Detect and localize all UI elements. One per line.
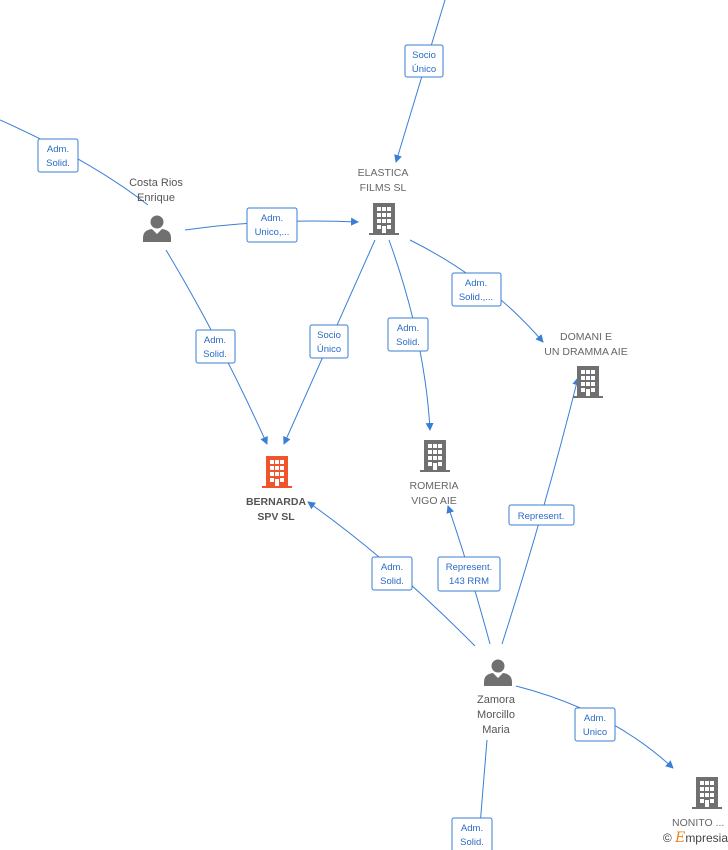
edge-label-text: Unico,... xyxy=(255,227,290,238)
edge-label-text: Adm. xyxy=(261,213,283,224)
edge-label-e10[interactable]: Represent. 143 RRM xyxy=(437,556,501,592)
edge-label-text: Unico xyxy=(583,727,607,738)
edge-label-text: Adm. xyxy=(204,335,226,346)
edge-label-e3[interactable]: Adm. Unico,... xyxy=(246,207,298,243)
edge-label-text: Solid. xyxy=(460,837,484,848)
node-label: UN DRAMMA AIE xyxy=(544,346,627,358)
nodes: Costa Rios Enrique ELASTICA FILMS SL DOM… xyxy=(129,167,724,829)
node-label: Enrique xyxy=(137,192,175,204)
edge-label-text: Adm. xyxy=(465,278,487,289)
edge-label-e9[interactable]: Adm. Solid. xyxy=(371,556,413,591)
edge-label-text: Socio xyxy=(412,50,436,61)
copyright-symbol: © xyxy=(662,831,672,845)
node-domani[interactable]: DOMANI E UN DRAMMA AIE xyxy=(544,331,628,398)
person-icon xyxy=(484,659,512,686)
node-zamora-morcillo[interactable]: Zamora Morcillo Maria xyxy=(477,659,516,737)
edge-label-e12[interactable]: Adm. Solid. xyxy=(451,817,493,850)
node-label: SPV SL xyxy=(257,511,295,523)
building-icon xyxy=(692,777,722,809)
edge-label-text: Solid. xyxy=(46,158,70,169)
building-icon xyxy=(573,366,603,398)
brand-name: mpresia xyxy=(685,831,728,845)
node-label: Maria xyxy=(482,724,510,736)
node-label: Costa Rios xyxy=(129,177,183,189)
edge-label-text: Solid. xyxy=(203,349,227,360)
edge-label-text: Adm. xyxy=(381,562,403,573)
node-label: Morcillo xyxy=(477,709,515,721)
edges xyxy=(0,0,674,850)
node-nonito[interactable]: NONITO ... xyxy=(672,777,724,829)
brand-initial: E xyxy=(675,830,686,846)
edge-label-text: Solid. xyxy=(380,576,404,587)
edge-label-text: Adm. xyxy=(47,144,69,155)
edge-label-e1[interactable]: Socio Único xyxy=(404,44,444,78)
edge-label-text: Adm. xyxy=(584,713,606,724)
edge-label-text: Adm. xyxy=(397,323,419,334)
node-label: VIGO AIE xyxy=(411,495,457,507)
edge-label-text: 143 RRM xyxy=(449,576,489,587)
edge-label-e6[interactable]: Socio Único xyxy=(309,324,349,359)
edge-label-text: Socio xyxy=(317,330,341,341)
node-label: NONITO ... xyxy=(672,817,724,829)
person-icon xyxy=(143,215,171,242)
watermark: © Empresia xyxy=(663,830,728,846)
node-label: BERNARDA xyxy=(246,496,307,508)
edge-label-text: Adm. xyxy=(461,823,483,834)
building-icon xyxy=(420,440,450,472)
edge-label-e5[interactable]: Adm. Solid. xyxy=(195,329,236,364)
edge-label-e4[interactable]: Adm. Solid.,... xyxy=(451,272,502,307)
edge-label-e8[interactable]: Represent. xyxy=(508,504,575,526)
node-label: Zamora xyxy=(477,694,516,706)
edge-label-text: Represent. xyxy=(518,511,564,522)
node-bernarda-spv[interactable]: BERNARDA SPV SL xyxy=(246,456,307,523)
edge-label-text: Represent. xyxy=(446,562,492,573)
node-romeria-vigo[interactable]: ROMERIA VIGO AIE xyxy=(409,440,459,507)
node-label: DOMANI E xyxy=(560,331,612,343)
edge-labels: Socio Único Adm. Solid. Adm. Unico,... A… xyxy=(37,44,616,850)
edge-label-text: Único xyxy=(412,64,436,75)
building-icon xyxy=(262,456,292,488)
node-label: ROMERIA xyxy=(409,480,458,492)
edge-label-e2[interactable]: Adm. Solid. xyxy=(37,138,79,173)
edge-label-e7[interactable]: Adm. Solid. xyxy=(387,317,429,352)
edge-label-e11[interactable]: Adm. Unico xyxy=(574,707,616,742)
node-elastica-films[interactable]: ELASTICA FILMS SL xyxy=(358,167,409,235)
node-costa-rios[interactable]: Costa Rios Enrique xyxy=(129,177,183,242)
edge-label-text: Único xyxy=(317,344,341,355)
node-label: FILMS SL xyxy=(360,182,407,194)
edge-e2 xyxy=(0,119,149,206)
edge-label-text: Solid. xyxy=(396,337,420,348)
edge-label-text: Solid.,... xyxy=(459,292,493,303)
building-icon xyxy=(369,203,399,235)
edge-e1 xyxy=(394,0,446,163)
node-label: ELASTICA xyxy=(358,167,409,179)
